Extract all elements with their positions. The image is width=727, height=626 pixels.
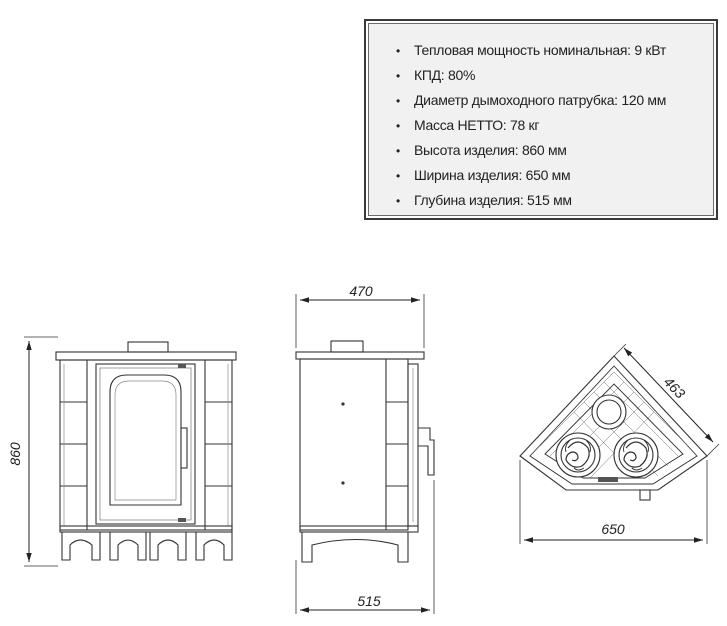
front-flue: [127, 341, 169, 353]
spec-item: • Диаметр дымоходного патрубка: 120 мм: [396, 88, 716, 113]
door-handle: [180, 427, 188, 469]
spec-text: Масса НЕТТО: 78 кг: [414, 117, 540, 133]
spec-item: • Тепловая мощность номинальная: 9 кВт: [396, 38, 716, 63]
spec-item: • Ширина изделия: 650 мм: [396, 163, 716, 188]
side-view: [295, 294, 435, 614]
top-flue-inner: [596, 399, 622, 425]
front-leg-right: [195, 532, 233, 561]
bullet-icon: •: [396, 44, 400, 58]
bullet-icon: •: [396, 94, 400, 108]
specifications-box: • Тепловая мощность номинальная: 9 кВт • К…: [364, 19, 718, 220]
spec-item: • КПД: 80%: [396, 63, 716, 88]
spec-text: КПД: 80%: [414, 67, 476, 83]
door-glass: [109, 374, 182, 506]
side-handle: [418, 427, 435, 476]
bullet-icon: •: [396, 144, 400, 158]
top-view: [519, 343, 720, 544]
front-leg-left: [61, 532, 101, 561]
top-width-label: 650: [601, 521, 625, 537]
spec-item: • Масса НЕТТО: 78 кг: [396, 113, 716, 138]
spec-text: Глубина изделия: 515 мм: [414, 192, 572, 208]
bullet-icon: •: [396, 119, 400, 133]
diagonal-dimension-line: [623, 347, 714, 443]
bullet-icon: •: [396, 194, 400, 208]
side-flue: [330, 340, 364, 353]
top-diagonal-label: 463: [661, 374, 689, 402]
spec-text: Высота изделия: 860 мм: [414, 142, 567, 158]
front-view: [24, 336, 237, 567]
top-view-outline: [519, 355, 708, 491]
side-top-width-label: 470: [349, 283, 373, 299]
spec-text: Тепловая мощность номинальная: 9 кВт: [414, 42, 666, 58]
front-door: [95, 363, 196, 525]
spec-text: Ширина изделия: 650 мм: [414, 167, 571, 183]
spec-item: • Глубина изделия: 515 мм: [396, 188, 716, 213]
front-top-plate: [55, 351, 237, 361]
front-height-label: 860: [7, 442, 23, 466]
front-body: [59, 359, 233, 531]
brand-plate: [598, 477, 618, 482]
side-bottom-depth-label: 515: [357, 593, 381, 609]
spec-item: • Высота изделия: 860 мм: [396, 138, 716, 163]
bullet-icon: •: [396, 169, 400, 183]
side-top-plate: [295, 351, 425, 360]
top-knob: [639, 489, 651, 501]
side-legs: [301, 532, 409, 563]
bullet-icon: •: [396, 69, 400, 83]
spec-text: Диаметр дымоходного патрубка: 120 мм: [414, 92, 667, 108]
specifications-list: • Тепловая мощность номинальная: 9 кВт • К…: [366, 21, 716, 213]
